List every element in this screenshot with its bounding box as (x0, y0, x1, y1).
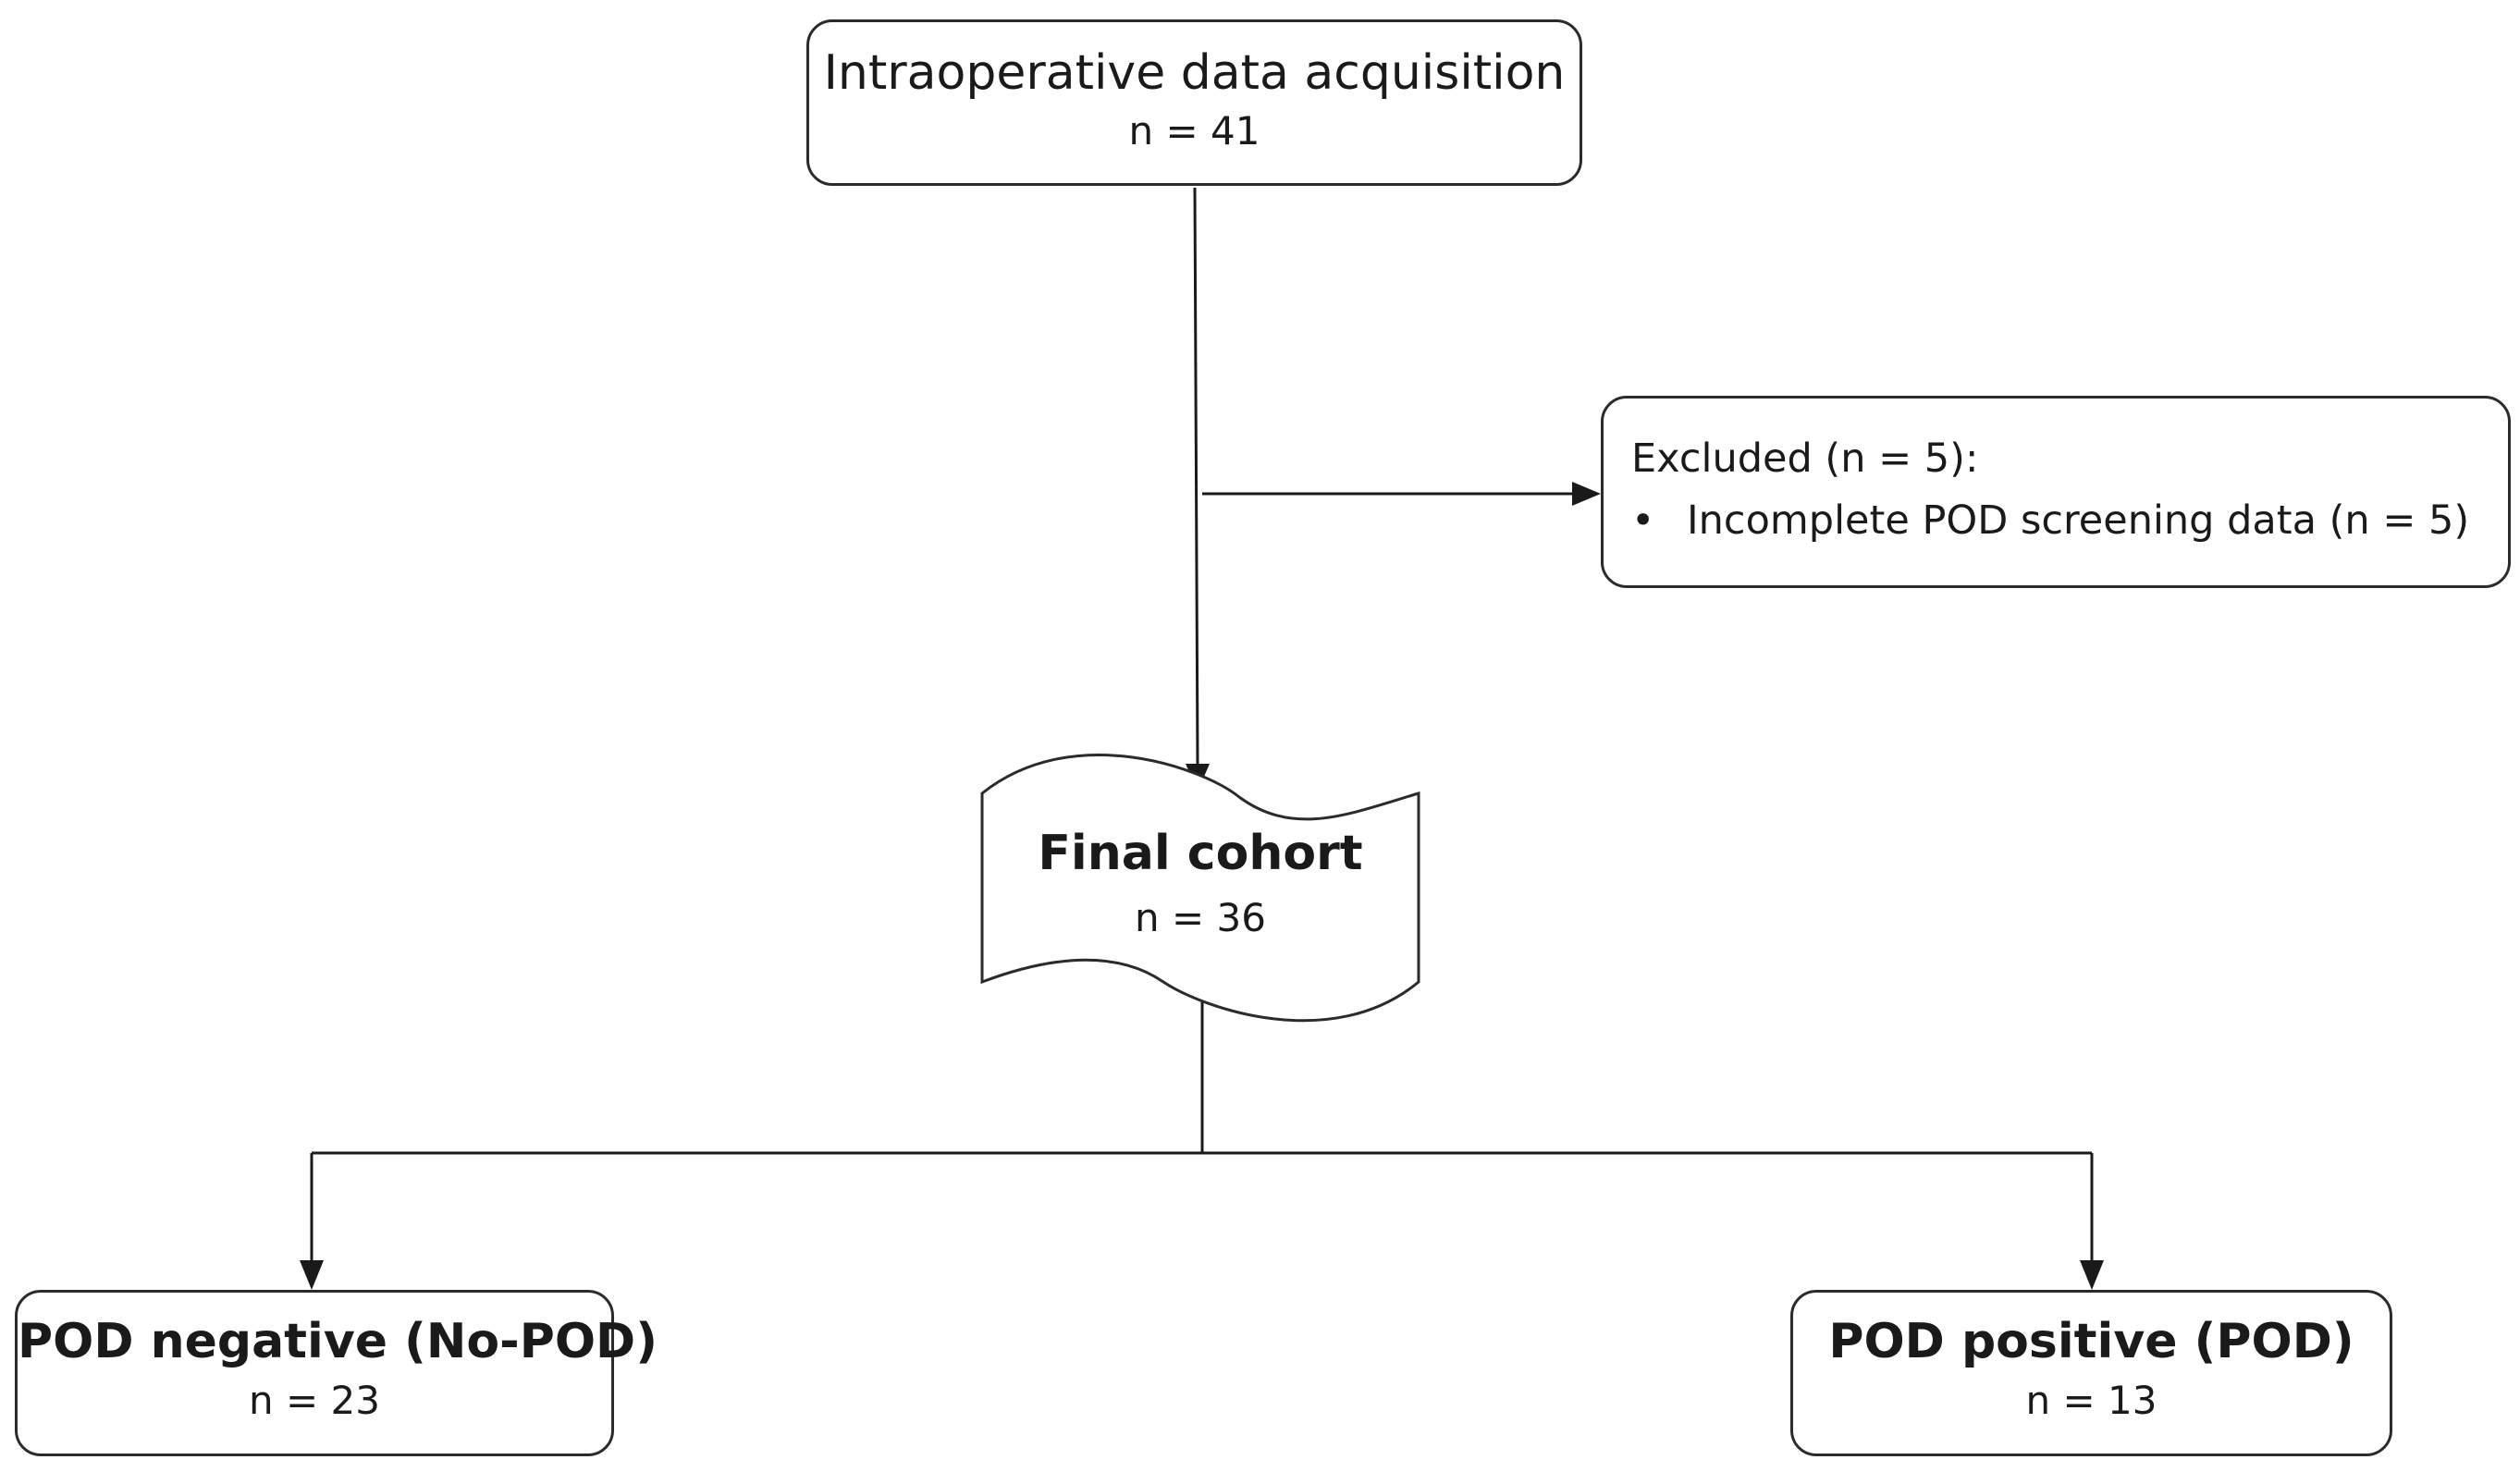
node-acquisition-title: Intraoperative data acquisition (823, 45, 1566, 101)
node-pod-negative: POD negative (No-POD) n = 23 (15, 1290, 658, 1456)
node-excluded-title: Excluded (n = 5): (1631, 435, 1979, 482)
final-cohort-shape (980, 754, 1420, 1023)
arrowhead-pod-negative (300, 1260, 324, 1290)
node-acquisition: Intraoperative data acquisition n = 41 (806, 19, 1582, 186)
node-pod-negative-count: n = 23 (249, 1378, 380, 1423)
node-pod-negative-title: POD negative (No-POD) (18, 1314, 658, 1369)
edge-acquisition-to-final-cohort (1193, 187, 1199, 765)
node-pod-positive-title: POD positive (POD) (1828, 1314, 2354, 1369)
node-pod-positive-count: n = 13 (2025, 1378, 2157, 1423)
node-final-cohort-title: Final cohort (1038, 826, 1363, 881)
excluded-reason: Incomplete POD screening data (n = 5) (1687, 497, 2470, 544)
node-acquisition-count: n = 41 (1128, 108, 1260, 153)
arrowhead-pod-positive (2080, 1260, 2104, 1290)
bullet-icon: • (1631, 497, 1655, 544)
arrowhead-excluded (1572, 482, 1601, 506)
node-final-cohort: Final cohort n = 36 (980, 756, 1420, 1004)
node-pod-positive: POD positive (POD) n = 13 (1790, 1290, 2392, 1456)
node-excluded: Excluded (n = 5): • Incomplete POD screen… (1601, 396, 2511, 588)
node-final-cohort-count: n = 36 (1135, 895, 1266, 940)
excluded-list-item: • Incomplete POD screening data (n = 5) (1631, 494, 2469, 547)
